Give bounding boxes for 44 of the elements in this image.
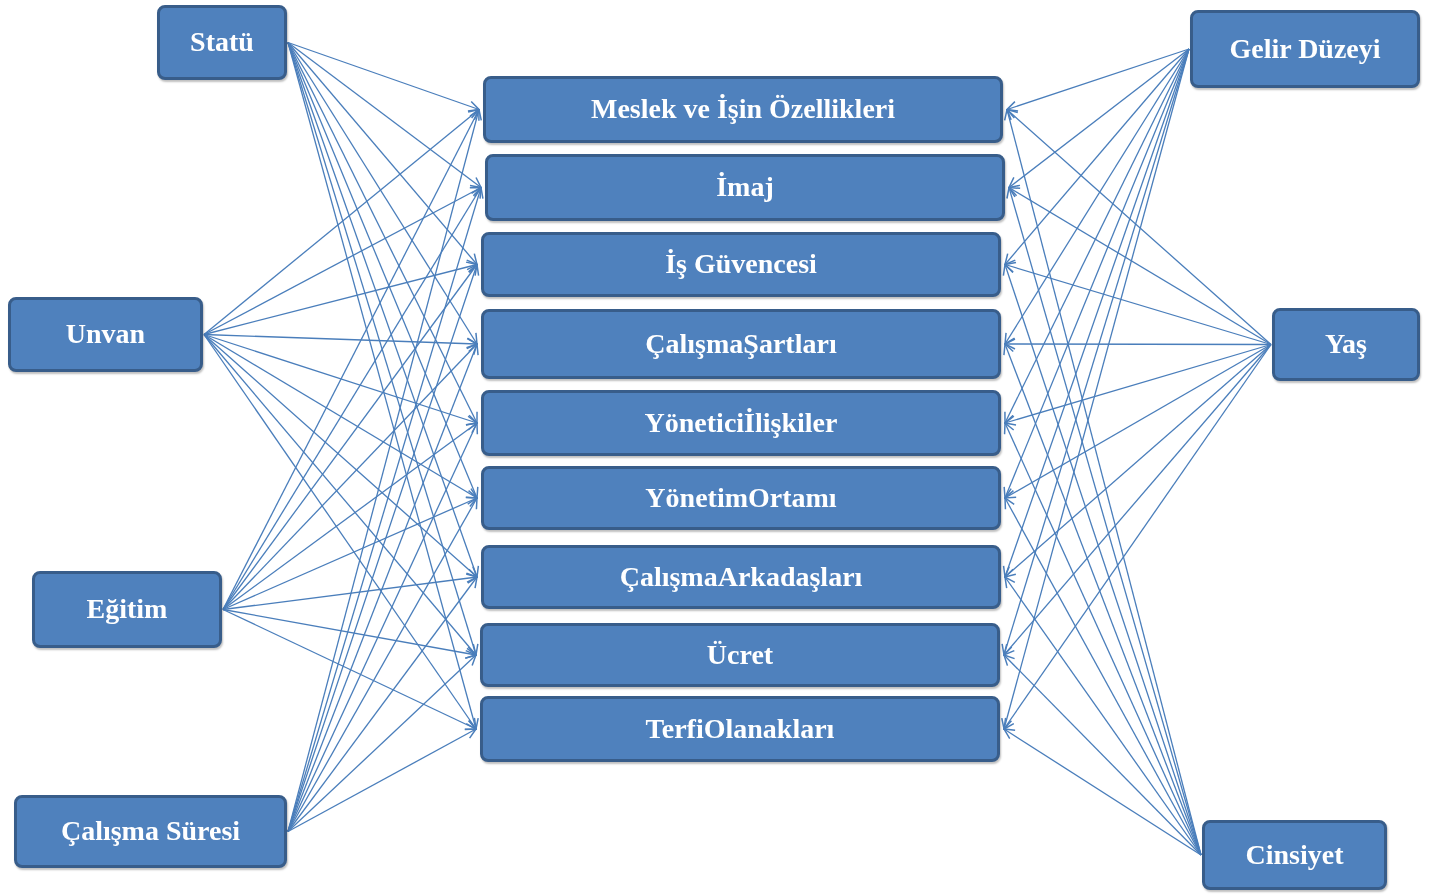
- arrow: [203, 333, 477, 656]
- category-box: ÇalışmaArkadaşları: [481, 545, 1001, 609]
- arrow: [203, 333, 478, 426]
- category-box: İmaj: [485, 154, 1005, 221]
- category-box: TerfiOlanakları: [480, 696, 1000, 762]
- arrow: [203, 333, 478, 499]
- arrow: [203, 333, 477, 730]
- category-box: Çalışma Süresi: [14, 795, 287, 868]
- category-box: İş Güvencesi: [481, 232, 1001, 297]
- arrow: [1003, 343, 1272, 730]
- arrow: [1008, 186, 1272, 346]
- category-box: YönetimOrtamı: [481, 466, 1001, 530]
- category-box: Ücret: [480, 623, 1000, 687]
- arrow: [1004, 338, 1272, 350]
- arrow: [287, 728, 477, 833]
- arrow: [1006, 48, 1190, 112]
- arrow: [222, 608, 477, 730]
- arrow: [1003, 728, 1202, 856]
- arrow: [203, 333, 478, 350]
- arrow: [1004, 343, 1272, 499]
- arrow: [203, 261, 478, 336]
- arrow: [1004, 261, 1272, 346]
- category-box: Unvan: [8, 297, 203, 372]
- arrow: [203, 108, 480, 336]
- arrow: [1003, 654, 1202, 856]
- category-box: Statü: [157, 5, 287, 80]
- category-box: ÇalışmaŞartları: [481, 309, 1001, 379]
- arrow: [1004, 343, 1272, 426]
- arrow: [287, 654, 477, 833]
- arrow: [1006, 108, 1272, 346]
- arrow: [222, 422, 478, 611]
- category-box: Gelir Düzeyi: [1190, 10, 1420, 88]
- category-box: Yaş: [1272, 308, 1420, 381]
- arrow: [1004, 48, 1190, 266]
- category-box: Meslek ve İşin Özellikleri: [483, 76, 1003, 143]
- arrow: [1003, 343, 1272, 656]
- arrow: [1008, 48, 1190, 189]
- category-box: Eğitim: [32, 571, 222, 648]
- arrow: [287, 41, 480, 112]
- arrow: [222, 496, 478, 611]
- arrow: [222, 186, 482, 611]
- arrow: [203, 186, 482, 336]
- category-box: Cinsiyet: [1202, 820, 1387, 890]
- category-box: Yöneticiİlişkiler: [481, 390, 1001, 456]
